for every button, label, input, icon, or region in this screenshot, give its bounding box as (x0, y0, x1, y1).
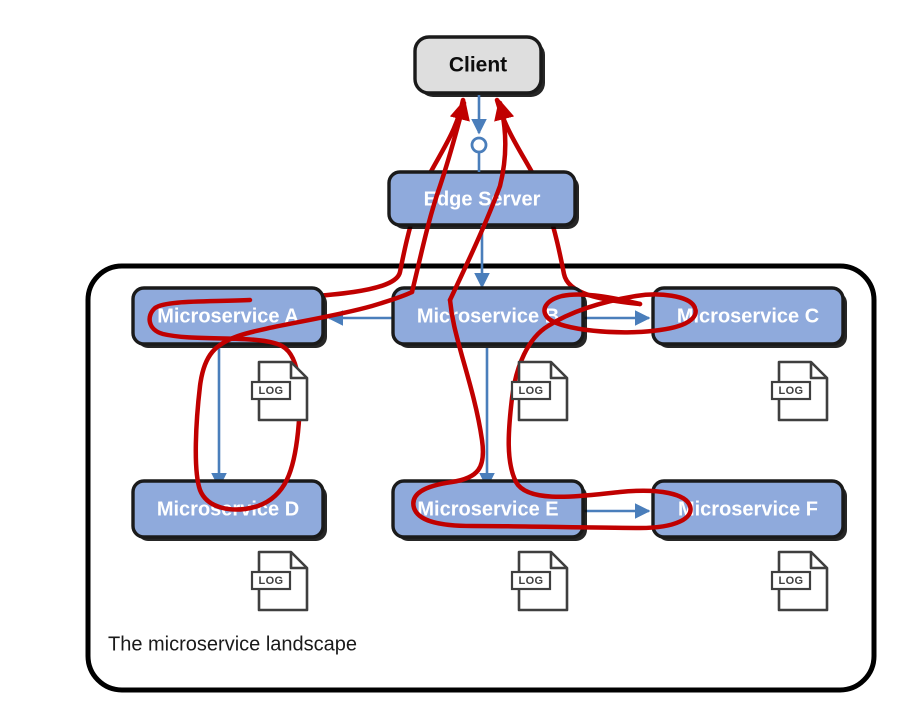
microservice-f-box[interactable] (651, 479, 845, 539)
log-a-label: LOG (258, 385, 283, 397)
log-a-fold-icon (289, 362, 307, 380)
log-c-fold-icon (809, 362, 827, 380)
log-icon-f: LOG (770, 550, 829, 612)
log-e-label: LOG (518, 575, 543, 587)
trace-right-path (411, 292, 698, 531)
log-e-tag (510, 570, 552, 591)
microservice-f-label: Microservice F (678, 498, 818, 520)
log-d-tag (250, 570, 292, 591)
log-f-label: LOG (778, 575, 803, 587)
log-icon-b: LOG (510, 360, 569, 422)
log-d-label: LOG (258, 575, 283, 587)
microservice-a-label: Microservice A (157, 305, 299, 327)
client-label: Client (449, 54, 507, 77)
trace-left-to-client (409, 98, 470, 295)
microservice-c-box[interactable] (651, 286, 845, 346)
log-icon-a: LOG (250, 360, 309, 422)
log-icon-d: LOG (250, 550, 309, 612)
log-d-fold-icon (289, 552, 307, 570)
flow-client-to-edge-server (470, 95, 488, 172)
microservice-f-node[interactable]: Microservice F (651, 479, 847, 541)
microservice-e-label: Microservice E (417, 498, 558, 520)
log-f-fold-icon (809, 552, 827, 570)
landscape-caption: The microservice landscape (108, 633, 357, 655)
log-icon-c: LOG (770, 360, 829, 422)
log-c-label: LOG (778, 385, 803, 397)
log-f-tag (770, 570, 812, 591)
trace-left-upper (247, 97, 466, 303)
log-a-tag (250, 380, 292, 401)
microservice-b-label: Microservice B (417, 305, 559, 327)
trace-right-to-client (447, 98, 515, 303)
trace-left-path (147, 289, 415, 512)
microservice-c-node[interactable]: Microservice C (651, 286, 847, 348)
log-b-label: LOG (518, 385, 543, 397)
client-box[interactable] (413, 35, 543, 95)
api-gateway-marker-icon (470, 136, 488, 154)
log-icon-e: LOG (510, 550, 569, 612)
microservice-b-box[interactable] (391, 286, 585, 346)
microservice-b-node[interactable]: Microservice B (391, 286, 587, 348)
trace-lines-foreground (147, 98, 698, 531)
log-b-fold-icon (549, 362, 567, 380)
log-e-fold-icon (549, 552, 567, 570)
log-c-tag (770, 380, 812, 401)
microservice-c-label: Microservice C (677, 305, 819, 327)
edge-server-label: Edge Server (424, 188, 541, 210)
log-b-tag (510, 380, 552, 401)
client-node[interactable]: Client (413, 35, 545, 97)
